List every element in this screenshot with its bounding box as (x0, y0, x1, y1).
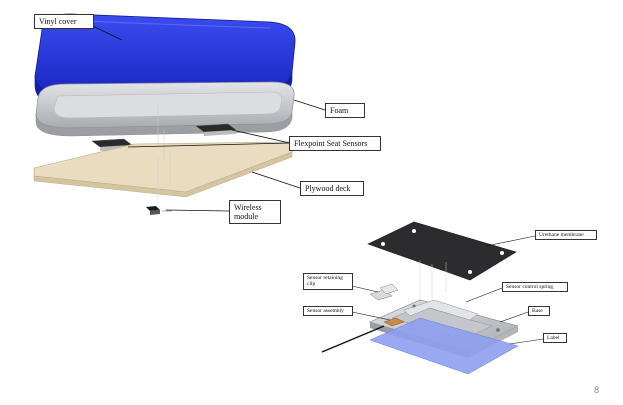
leader-lines-lower (351, 235, 544, 345)
assembly-guides-upper (157, 105, 165, 160)
sensor-assembly-label: Sensor assembly (303, 306, 353, 317)
sensor-retaining-clip-label-line1: Sensor retaining (307, 275, 343, 281)
foam-part (35, 81, 295, 137)
wireless-module-label-line1: Wireless (234, 203, 262, 212)
label-label: Label (543, 333, 567, 344)
urethane-membrane-part (367, 221, 517, 281)
flexpoint-seat-sensors-label: Flexpoint Seat Sensors (289, 136, 381, 152)
foam-label: Foam (325, 103, 365, 119)
sensor-assembly-part (321, 317, 405, 353)
vinyl-cover-label: Vinyl cover (34, 14, 94, 30)
sensor-retaining-clip-label-line2: clip (307, 281, 316, 288)
base-label: Base (528, 306, 550, 317)
plywood-deck-part (33, 141, 293, 200)
sensor-retaining-clip-part (369, 283, 399, 301)
plywood-deck-label: Plywood deck (300, 181, 364, 197)
wireless-module-part (146, 206, 172, 215)
wireless-module-label: Wireless module (229, 200, 281, 225)
slide-number: 8 (594, 385, 600, 395)
urethane-membrane-label: Urethane membrane (535, 230, 597, 241)
sensor-retaining-clip-label: Sensor retaining clip (303, 273, 353, 290)
sensor-control-spring-label: Sensor control spring (502, 282, 568, 293)
label-plate-part (369, 317, 519, 375)
flexpoint-sensor-right (195, 123, 237, 136)
wireless-module-label-line2: module (234, 212, 258, 222)
